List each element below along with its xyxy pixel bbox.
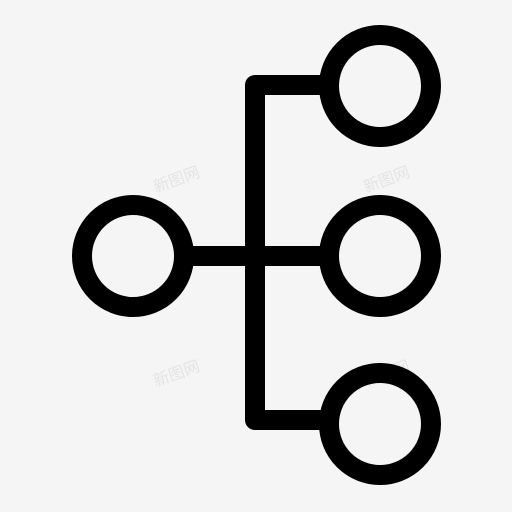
child-node-bottom-circle xyxy=(319,363,441,485)
root-node-circle xyxy=(72,195,194,317)
child-node-middle-circle xyxy=(319,195,441,317)
child-node-top-circle xyxy=(319,25,441,147)
connector-lines xyxy=(176,75,337,430)
